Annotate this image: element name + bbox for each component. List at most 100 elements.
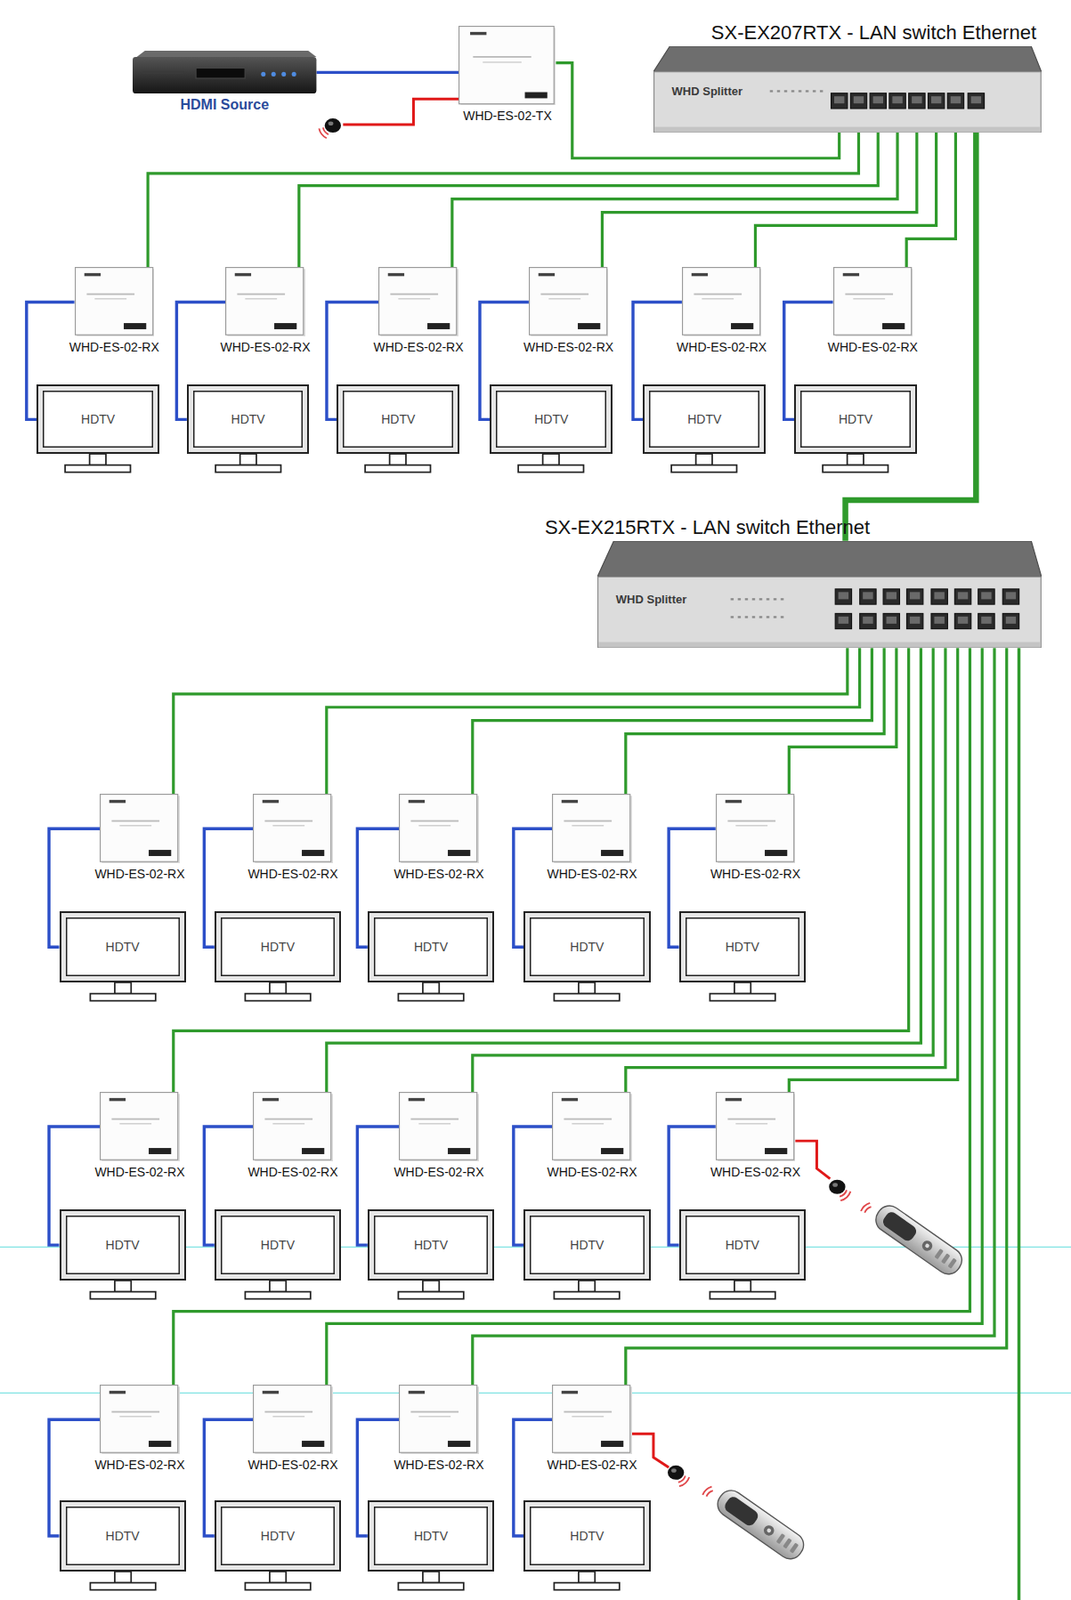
tv-stand-group (64, 454, 130, 473)
ir-wave (701, 1486, 712, 1496)
device-body (399, 1386, 478, 1454)
extender-drawing-group (715, 1093, 796, 1162)
device-label: WHD-ES-02-RX (393, 867, 484, 882)
extender-drawing-group (74, 267, 155, 337)
device-label: WHD-ES-02-RX (546, 1165, 637, 1180)
device-logo (262, 1098, 279, 1102)
extender-drawing-group (715, 795, 796, 864)
illustration (0, 98, 1071, 1600)
ethernet-port-inner (981, 616, 991, 625)
tv-stand (679, 1281, 806, 1304)
screen-frame: HDTV (59, 911, 187, 983)
player-top (137, 50, 317, 57)
tv-stand (679, 982, 806, 1006)
hdtv-screen: HDTV (794, 384, 917, 477)
device-label: WHD-ES-02-TX (462, 108, 552, 123)
device-print (94, 299, 127, 301)
extender-shape (99, 1385, 179, 1455)
device-body (833, 267, 911, 336)
hdmi-cable (316, 71, 460, 74)
device-body (459, 25, 555, 104)
ethernet-port (860, 613, 877, 629)
ethernet-port (907, 589, 924, 605)
device-print (572, 825, 605, 827)
receiver-box: WHD-ES-02-RX (546, 1385, 637, 1473)
screen-label: HDTV (725, 1238, 760, 1253)
device-print (120, 1416, 153, 1418)
screen-frame: HDTV (59, 1501, 187, 1573)
ir-wave (863, 1206, 871, 1214)
tv-stand (59, 982, 187, 1006)
extender-shape (378, 267, 458, 337)
device-logo (408, 1391, 425, 1395)
extender-shape (74, 267, 155, 337)
device-print (86, 293, 135, 296)
hdtv-screen: HDTV (367, 911, 495, 1006)
screen-label: HDTV (105, 1238, 140, 1253)
remote-body (870, 1201, 966, 1281)
device-label: WHD-ES-02-RX (676, 340, 767, 355)
receiver-box: WHD-ES-02-RX (676, 267, 767, 355)
hdtv-screen: HDTV (679, 1209, 806, 1304)
ethernet-port-inner (934, 592, 945, 600)
remote-button (762, 1524, 777, 1539)
device-body (74, 267, 153, 336)
status-led (745, 598, 748, 601)
device-port (730, 324, 754, 331)
device-print (112, 1411, 161, 1414)
player-display (195, 68, 245, 79)
device-print (273, 1416, 306, 1418)
ethernet-port-inner (853, 96, 864, 104)
extender-shape (99, 794, 179, 864)
screen-label: HDTV (413, 1238, 448, 1253)
device-port (148, 1441, 171, 1448)
status-led (759, 616, 763, 618)
stand-neck (578, 1281, 595, 1293)
ethernet-port (978, 613, 995, 629)
ethernet-port (883, 613, 900, 629)
stand-base (822, 465, 888, 473)
screen-label: HDTV (569, 940, 604, 955)
screen-frame: HDTV (367, 1209, 495, 1282)
device-port (525, 91, 548, 98)
extender-drawing-group (100, 795, 180, 864)
tv-stand (523, 1572, 650, 1595)
stand-neck (113, 982, 130, 995)
hdtv-screen: HDTV (523, 1209, 650, 1304)
extender-drawing-group (552, 795, 633, 864)
extender-drawing (715, 1092, 796, 1162)
hdtv-screen: HDTV (489, 384, 613, 477)
status-led (730, 616, 734, 618)
hdtv-screen: HDTV (214, 911, 341, 1006)
extender-shape (551, 1385, 632, 1455)
receiver-box: WHD-ES-02-RX (94, 1092, 185, 1180)
tv-stand-group (397, 1281, 463, 1300)
extender-drawing (458, 25, 556, 106)
device-logo (109, 800, 126, 804)
device-print (419, 1416, 452, 1418)
status-led (766, 616, 770, 618)
ir-cable (795, 1141, 830, 1179)
receiver-box: WHD-ES-02-RX (393, 1385, 484, 1473)
device-port (600, 850, 624, 857)
ir-wave (840, 1192, 852, 1202)
stand-neck (734, 1281, 751, 1293)
device-port (301, 850, 325, 857)
device-port (447, 1148, 471, 1155)
receiver-box: WHD-ES-02-RX (827, 267, 918, 355)
stand-neck (113, 1281, 130, 1293)
tv-stand (59, 1572, 187, 1595)
ethernet-port (955, 613, 972, 629)
receiver-box: WHD-ES-02-RX (247, 1385, 338, 1473)
device-print (419, 825, 452, 827)
extender-drawing-group (459, 25, 556, 106)
hdtv-screen: HDTV (59, 1209, 187, 1304)
ethernet-port (835, 589, 852, 605)
ir-cable (632, 1434, 669, 1469)
status-led (738, 616, 741, 618)
lan-cable (788, 648, 897, 795)
device-print (473, 56, 532, 58)
lan-cable (472, 648, 995, 1386)
device-print (398, 299, 431, 301)
